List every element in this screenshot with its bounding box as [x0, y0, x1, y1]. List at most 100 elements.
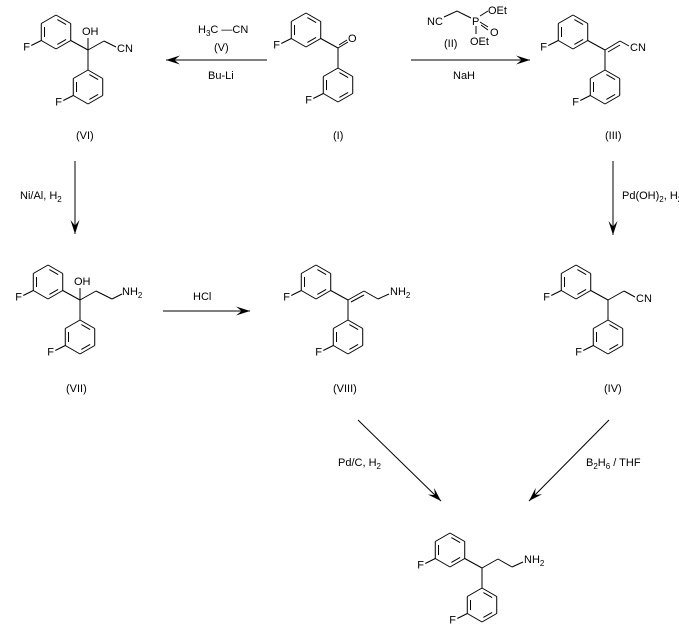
ring-bond	[449, 558, 465, 568]
upper-fluorophenyl-ring	[300, 264, 332, 300]
lower-fluorophenyl-ring	[332, 319, 364, 355]
ring-double-bond	[483, 592, 493, 599]
ring-bond	[467, 613, 483, 623]
c-f-bond	[457, 613, 468, 619]
ring-bond	[575, 290, 591, 300]
fluorine-atom: F	[417, 560, 424, 572]
alkene-double-bond	[350, 294, 365, 303]
fluorine-atom: F	[540, 42, 547, 54]
ring-bond	[572, 14, 588, 24]
condition-pd-oh2-h2: Pd(OH)2, H2	[622, 190, 679, 204]
ring-bond	[55, 40, 71, 50]
c-f-bond	[63, 95, 74, 101]
arrowhead	[608, 221, 618, 235]
arrow-shaft	[357, 419, 442, 502]
ring-bond	[572, 40, 588, 50]
ring-bond	[55, 14, 71, 24]
ring-bond	[593, 345, 609, 355]
amino-group: NH2	[122, 286, 143, 300]
ring-double-bond	[317, 288, 327, 295]
aryl-bond	[330, 290, 349, 301]
ring-bond	[558, 40, 574, 50]
ring-bond	[73, 95, 89, 105]
fluorine-atom: F	[47, 347, 54, 359]
fluorine-atom: F	[15, 292, 22, 304]
ring-bond	[315, 264, 331, 274]
arrowhead	[70, 220, 80, 234]
reagent-II-label: (II)	[444, 38, 457, 50]
fluorine-atom: F	[23, 42, 30, 54]
ring-bond	[301, 290, 317, 300]
ring-double-bond	[57, 19, 67, 26]
ring-bond	[301, 264, 317, 274]
c-f-bond	[291, 290, 302, 296]
lower-fluorophenyl-ring	[64, 319, 96, 355]
upper-fluorophenyl-ring	[560, 264, 592, 300]
ring-bond	[323, 67, 339, 77]
chain-bond	[511, 561, 524, 568]
ring-bond	[79, 345, 95, 355]
c-f-bond	[313, 93, 324, 99]
upper-fluorophenyl-ring	[40, 14, 72, 50]
reagent-II-p-o-bond	[479, 21, 489, 28]
ring-double-bond	[606, 74, 616, 81]
compound-iii: FF(III)CN	[540, 14, 646, 142]
reagent-II-oet1: OEt	[488, 5, 507, 17]
ring-bond	[481, 613, 497, 623]
condition-b2h6-thf: B2H6 / THF	[586, 457, 641, 471]
ring-double-bond	[574, 19, 584, 26]
arrow-viii-to-product	[357, 419, 442, 502]
ring-double-bond	[577, 269, 587, 276]
chain-bond	[481, 558, 499, 569]
fluorine-atom: F	[55, 97, 62, 109]
ring-bond	[604, 95, 620, 105]
chain-bond	[619, 40, 630, 47]
reagent-II-nc: NC	[427, 16, 443, 28]
ring-double-bond	[483, 611, 493, 618]
ring-bond	[73, 69, 89, 79]
ring-double-bond	[451, 556, 461, 563]
hydroxyl-group: OH	[74, 276, 91, 288]
reagent-II-oet2: OEt	[470, 36, 489, 48]
amino-group: NH2	[390, 286, 411, 300]
compound-label: (III)	[605, 130, 622, 142]
condition-pd-c-h2: Pd/C, H2	[338, 457, 382, 471]
oxygen-atom: O	[348, 33, 357, 45]
condition-hcl: HCl	[193, 291, 211, 303]
condition-nah: NaH	[453, 70, 475, 82]
reagent-II-p-oet-bond	[479, 10, 489, 17]
ring-double-bond	[606, 93, 616, 100]
fluorine-atom: F	[449, 615, 456, 627]
arrow-iv-to-product	[528, 419, 610, 502]
alkene-double-bond	[607, 44, 621, 53]
condition-bu-li: Bu-Li	[208, 70, 234, 82]
lower-fluorophenyl-ring	[592, 319, 624, 355]
arrowhead	[166, 55, 180, 65]
compound-viii: FF(VIII)NH2	[283, 264, 411, 395]
chain-bond	[95, 290, 113, 300]
hydroxyl-group: OH	[82, 26, 99, 38]
c-f-bond	[580, 95, 591, 101]
ring-bond	[79, 319, 95, 329]
ring-double-bond	[89, 93, 99, 100]
upper-fluorophenyl-ring	[290, 12, 322, 48]
c-f-bond	[551, 290, 562, 296]
amino-group: NH2	[524, 554, 545, 568]
ring-bond	[607, 345, 623, 355]
ring-double-bond	[339, 72, 349, 79]
c-f-bond	[323, 345, 334, 351]
reagent-II-p: P	[472, 16, 479, 28]
ring-double-bond	[339, 91, 349, 98]
arrow-vii-to-viii	[163, 306, 250, 316]
ring-bond	[561, 264, 577, 274]
ring-double-bond	[574, 38, 584, 45]
nitrile-group: CN	[630, 42, 646, 54]
ring-bond	[333, 319, 349, 329]
arrowhead	[427, 488, 441, 501]
c-f-bond	[583, 345, 594, 351]
arrow-iii-to-iv	[608, 161, 618, 235]
ring-bond	[323, 93, 339, 103]
